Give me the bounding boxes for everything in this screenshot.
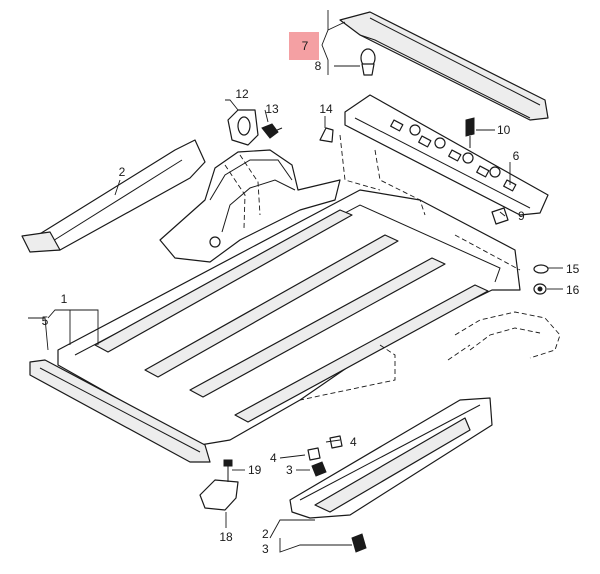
part-6-crossmember [344, 94, 549, 216]
part-7-upper-rail [339, 11, 549, 121]
part-13-screw [261, 123, 279, 139]
callout-12: 12 [235, 87, 249, 101]
callout-15: 15 [566, 262, 580, 276]
floor-panel [29, 134, 521, 463]
callout-2-left: 2 [119, 165, 126, 179]
callout-2-bottom: 2 [262, 527, 269, 541]
callout-5: 5 [42, 314, 49, 328]
callout-4-right: 4 [350, 435, 357, 449]
callout-14: 14 [319, 102, 333, 116]
callout-4-left: 4 [270, 451, 277, 465]
part-19-screw [223, 459, 233, 467]
right-wheel-housing [447, 311, 561, 361]
callout-16: 16 [566, 283, 580, 297]
callout-9: 9 [518, 209, 525, 223]
part-15-washer [533, 264, 549, 274]
callout-6: 6 [513, 149, 520, 163]
callout-7-highlight [289, 32, 319, 60]
callout-10: 10 [497, 123, 511, 137]
callout-7: 7 [302, 39, 309, 53]
part-2-left-trim [21, 139, 206, 253]
callout-19: 19 [248, 463, 262, 477]
callout-3-mid: 3 [286, 463, 293, 477]
part-3-screw-a [311, 461, 327, 477]
fasteners [199, 48, 549, 553]
part-3-screw-b [351, 533, 367, 553]
callout-18: 18 [219, 530, 233, 544]
callout-13: 13 [265, 102, 279, 116]
callout-1: 1 [61, 292, 68, 306]
left-wheel-housing [159, 149, 341, 263]
part-18-bracket [199, 479, 239, 511]
part-2-right-step [289, 397, 493, 519]
callout-3-bottom: 3 [262, 542, 269, 556]
callouts: 7 8 12 13 14 10 6 9 15 16 2 1 5 4 4 3 19… [28, 10, 580, 556]
part-9-nut [491, 207, 509, 225]
part-4-clip-a [307, 447, 321, 461]
callout-8: 8 [315, 59, 322, 73]
part-10-bolt [465, 117, 475, 137]
part-4-clip-b [329, 435, 343, 449]
part-14-plug [319, 127, 334, 143]
